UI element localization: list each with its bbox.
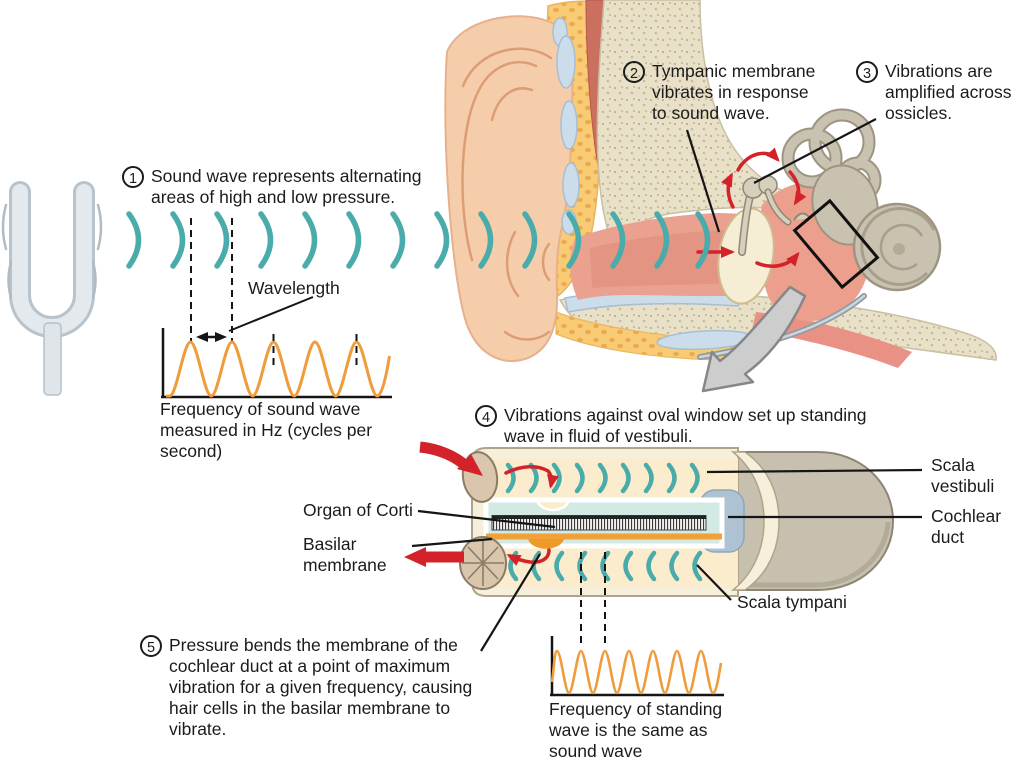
leader-lines [411, 118, 923, 652]
ossicles [738, 175, 811, 256]
basilar-membrane-bump [528, 539, 564, 549]
annotation-step3-text: Vibrations are amplified across ossicles… [885, 61, 1012, 123]
zoom-arrow [701, 285, 807, 393]
annotation-step4-text: Vibrations against oval window set up st… [504, 405, 867, 446]
wavelength-markers [190, 218, 314, 343]
annotation-step1: 1 Sound wave represents alternating area… [122, 166, 452, 208]
annotation-step1-number: 1 [122, 166, 144, 188]
annotation-step5: 5 Pressure bends the membrane of the coc… [140, 635, 490, 740]
sound-wave-arcs [129, 214, 708, 266]
pinna-contours [461, 47, 553, 341]
leader-step2 [685, 129, 721, 233]
annotation-step4: 4 Vibrations against oval window set up … [475, 405, 895, 447]
ear-illustration [444, 0, 997, 393]
ear-canal-core [590, 230, 742, 288]
annotation-step3: 3 Vibrations are amplified across ossicl… [856, 61, 1024, 124]
pinna [444, 15, 575, 362]
vibration-arrows [696, 147, 807, 268]
cochlea-cross-section [404, 441, 895, 648]
sound-waveform [166, 340, 391, 398]
stapes [793, 212, 811, 221]
label-cochlear-duct: Cochlear duct [931, 506, 1002, 547]
label-scala-tympani: Scala tympani [737, 592, 847, 612]
standing-wave-graph [550, 636, 724, 697]
round-window [459, 536, 507, 590]
eustachian-region [752, 312, 912, 368]
inspection-rectangle [792, 198, 880, 290]
basilar-membrane-line [486, 533, 722, 540]
duct-notch [535, 499, 571, 512]
leader-organ-of-corti [417, 509, 556, 529]
sound-wave-graph [161, 328, 392, 399]
annotation-step2-number: 2 [623, 61, 645, 83]
label-basilar-membrane: Basilar membrane [303, 534, 387, 575]
annotation-step5-number: 5 [140, 635, 162, 657]
label-scala-vestibuli: Scala vestibuli [931, 455, 995, 496]
leader-basilar-membrane [411, 537, 493, 548]
leader-step3 [753, 118, 877, 184]
leader-scala-vestibuli [706, 468, 923, 474]
annotation-step2: 2 Tympanic membrane vibrates in response… [623, 61, 833, 124]
label-standing-wave-caption: Frequency of standing wave is the same a… [549, 699, 723, 761]
annotation-step1-text: Sound wave represents alternating areas … [151, 166, 422, 207]
annotation-step4-number: 4 [475, 405, 497, 427]
label-organ-of-corti: Organ of Corti [303, 500, 413, 520]
scala-vestibuli-channel [486, 458, 738, 502]
annotation-step2-text: Tympanic membrane vibrates in response t… [652, 61, 816, 123]
tuning-fork [1, 181, 103, 396]
label-wavelength: Wavelength [248, 278, 340, 298]
annotation-step3-number: 3 [856, 61, 878, 83]
cut-face [730, 451, 780, 591]
leader-scala-tympani [696, 564, 732, 601]
standing-waveform [550, 649, 723, 695]
leader-step5 [480, 553, 541, 652]
tendon-highlight [698, 294, 866, 359]
label-sound-wave-caption: Frequency of sound wave measured in Hz (… [160, 399, 373, 461]
annotation-step5-text: Pressure bends the membrane of the cochl… [169, 635, 473, 739]
vibration-marks [1, 203, 103, 300]
pressure-arrows [404, 441, 559, 567]
